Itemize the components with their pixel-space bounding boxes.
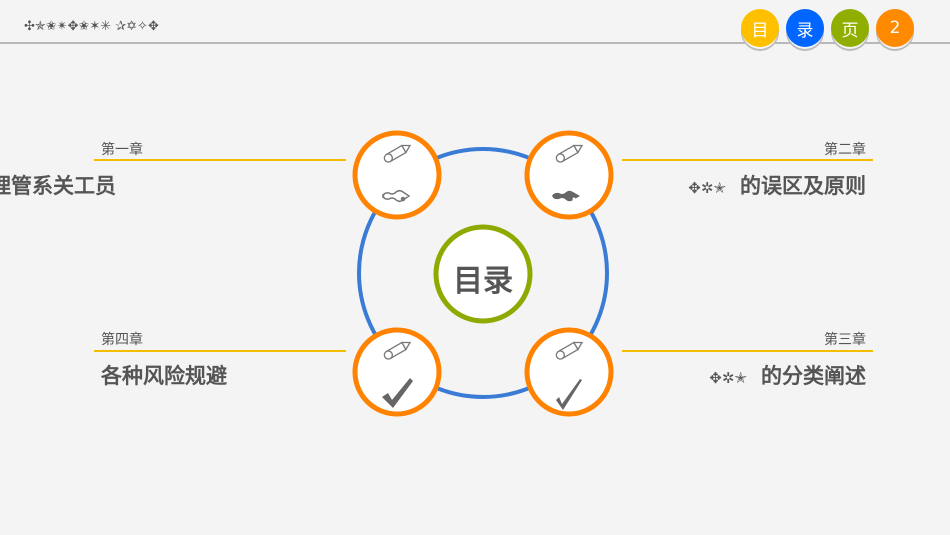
pen-nib-outline-icon <box>382 189 411 203</box>
chapter2-line <box>622 159 873 161</box>
pen-nib-filled-icon <box>552 190 580 202</box>
chapter4-title[interactable]: 各种风险规避 <box>101 364 227 388</box>
checkmark-heavy-icon <box>382 378 413 408</box>
node-chapter2[interactable] <box>524 130 614 220</box>
chapter1-title[interactable]: 理管系关工员 <box>0 174 116 198</box>
chapter1-label: 第一章 <box>101 142 143 158</box>
chapter4-label: 第四章 <box>101 332 143 348</box>
chapter2-prefix: ✥✲✭ <box>688 179 726 197</box>
node-chapter3[interactable] <box>524 327 614 417</box>
chapter3-title[interactable]: ✥✲✭ 的分类阐述 <box>709 360 866 390</box>
chapter3-label: 第三章 <box>824 332 866 348</box>
chapter1-line <box>94 159 346 161</box>
chapter3-title-text: 的分类阐述 <box>761 364 866 388</box>
chapter2-label: 第二章 <box>824 142 866 158</box>
node-chapter4[interactable] <box>352 327 442 417</box>
chapter2-title[interactable]: ✥✲✭ 的误区及原则 <box>688 170 866 200</box>
center-label: 目录 <box>453 264 513 299</box>
badge-ye: 页 <box>831 9 869 47</box>
chapter3-prefix: ✥✲✭ <box>709 369 747 387</box>
header-divider <box>0 42 950 44</box>
header-title: ✣✯✬✴✥✬✶✳ ✰✡✧✥ <box>24 19 159 34</box>
badge-page-number: 2 <box>876 9 914 47</box>
badge-mu: 目 <box>741 9 779 47</box>
center-circle <box>433 224 533 324</box>
chapter3-line <box>622 350 873 352</box>
chapter2-title-text: 的误区及原则 <box>740 174 866 198</box>
node-chapter1[interactable] <box>352 130 442 220</box>
badge-lu: 录 <box>786 9 824 47</box>
checkmark-thin-icon <box>556 379 582 410</box>
chapter4-line <box>94 350 346 352</box>
outer-ring <box>357 147 609 399</box>
